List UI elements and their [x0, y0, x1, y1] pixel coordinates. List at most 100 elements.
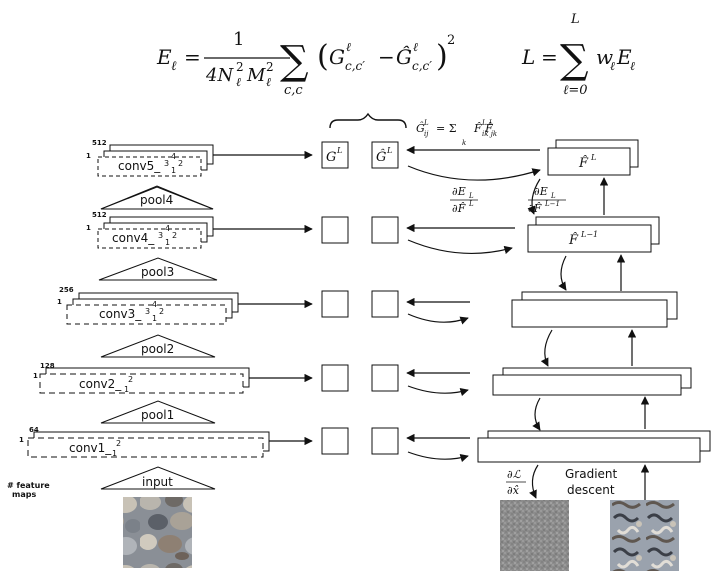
- gram-hat-formula-terms-sub: ik jk: [482, 130, 497, 138]
- gram-hat-formula: Ĝ L ij = Σ k F̂ F̂ L L ik jk: [416, 119, 497, 147]
- conv2-feature-one: 1: [33, 372, 38, 380]
- r3-front-plate: [511, 299, 668, 328]
- grad-ff-label: ∂E L ∂F̂ L−1: [528, 185, 566, 215]
- eq2-equals: =: [541, 45, 558, 69]
- eq-denominator-m-sup: 2: [266, 60, 274, 74]
- conv2-sub: 1: [124, 385, 129, 394]
- grad-loss-den: ∂x̂: [507, 484, 520, 497]
- gram-g-box-1: [321, 427, 349, 455]
- gram-hat-formula-terms-sup: L L: [481, 119, 494, 127]
- eq-numerator: 1: [233, 29, 244, 50]
- grad-ef-den-sup: L: [468, 200, 474, 208]
- conv5-layer: conv5_ 3 4 1 2 1 512: [86, 139, 214, 177]
- pool1-arrow-shape: [100, 400, 216, 424]
- pool2-arrow: pool2: [100, 334, 216, 358]
- down-arrow-fl-to-flm1: [527, 178, 541, 215]
- gram-hat-formula-sup: L: [423, 119, 429, 127]
- gram-hat-formula-terms: F̂ F̂: [473, 122, 493, 135]
- eq-ghat-term: Ĝ: [396, 44, 412, 69]
- conv3-label: conv3_: [99, 307, 142, 321]
- pool1-label: pool1: [141, 408, 174, 422]
- eq-ghat-term-sup: ℓ: [413, 40, 418, 54]
- eq-square: 2: [447, 33, 455, 48]
- grad-arrow-5: [407, 165, 541, 181]
- conv1-front-plate: [27, 437, 264, 458]
- down-arrow-flm1-to-r3: [558, 255, 567, 291]
- grad-loss-label: ∂ℒ ∂x̂: [506, 468, 526, 497]
- eq-denominator-m: M: [246, 65, 266, 86]
- right-r3-stack: [511, 291, 678, 328]
- grad-ef-den: ∂F̂: [452, 202, 466, 215]
- conv1-feature-count: 64: [29, 426, 39, 434]
- gram-g-box-3: [321, 290, 349, 318]
- gram-ghat-sup: L: [386, 146, 392, 155]
- eq2-weight-sub: ℓ: [610, 59, 615, 73]
- gram-ghat-box-5: [371, 141, 399, 169]
- gram-g-box-2: [321, 364, 349, 392]
- conv5-label: conv5_: [118, 159, 161, 173]
- eq2-sum-symbol: ∑: [560, 37, 589, 83]
- eq-minus: −: [378, 45, 395, 69]
- conv4-sup: 4: [165, 224, 170, 233]
- gram-ghat-box-2: [371, 364, 399, 392]
- conv2-label: conv2_: [79, 377, 122, 391]
- r2-front-plate: [492, 374, 682, 396]
- synthesized-texture-image: [610, 500, 679, 571]
- eq2-sum-top: L: [570, 12, 580, 27]
- conv3-sub-2: 2: [159, 307, 164, 316]
- eq-denominator-n-sup: 2: [236, 60, 244, 74]
- grad-ff-num: ∂E: [534, 185, 548, 198]
- down-arrow-r1-to-gradient: [529, 464, 539, 499]
- fl-front-plate: [547, 147, 631, 176]
- grad-ef-num-sub: L: [468, 192, 474, 200]
- conv4-feature-count: 512: [92, 211, 107, 219]
- input-label: input: [142, 475, 173, 489]
- conv5-feature-one: 1: [86, 152, 91, 160]
- eq-equals: =: [184, 45, 201, 69]
- conv2-layer: conv2_ 1 2 1 128: [33, 362, 250, 394]
- grad-arrow-2: [407, 385, 469, 397]
- eq-denominator-n: 4N: [205, 65, 234, 86]
- pool2-label: pool2: [141, 342, 174, 356]
- right-r1-stack: [477, 430, 711, 463]
- conv2-sup: 2: [128, 375, 133, 384]
- fl-label-sup: L: [590, 153, 596, 162]
- conv1-label: conv1_: [69, 441, 112, 455]
- conv3-sub-1: 1: [152, 314, 157, 323]
- eq-ghat-term-sub: c,c′: [412, 59, 432, 73]
- gram-ghat-label: Ĝ: [376, 148, 386, 165]
- gram-hat-formula-rhs: = Σ: [436, 122, 457, 135]
- eq-g-term-sub: c,c′: [345, 59, 365, 73]
- grad-arrow-3: [407, 313, 469, 325]
- gram-g-box-5: [321, 141, 349, 169]
- gram-ghat-box-3: [371, 290, 399, 318]
- gram-g-box-4: [321, 216, 349, 244]
- conv1-sub: 1: [112, 449, 117, 458]
- conv5-sub-3: 3: [164, 159, 169, 168]
- flm1-label-sup: L−1: [580, 230, 598, 239]
- feature-maps-label-line1: # feature: [7, 481, 50, 490]
- down-arrow-r3-to-r2: [540, 329, 553, 367]
- r1-front-plate: [477, 437, 701, 463]
- gradient-descent-label-line2: descent: [567, 483, 615, 497]
- gradient-noise-image: [500, 500, 569, 571]
- gram-hat-formula-sub: ij: [424, 130, 429, 138]
- input-arrow: input: [100, 466, 216, 490]
- conv3-front-plate: [66, 304, 227, 325]
- eq-lhs-sub: ℓ: [171, 59, 177, 74]
- conv4-layer: conv4_ 3 4 1 2 1 512: [86, 211, 214, 249]
- conv1-sup: 2: [116, 439, 121, 448]
- conv4-sub-2: 2: [172, 231, 177, 240]
- gram-pair-brace: [329, 112, 407, 129]
- grad-ff-den: ∂F̂: [528, 202, 542, 215]
- fl-label: F̂: [578, 155, 589, 171]
- gram-ghat-box-1: [371, 427, 399, 455]
- eq2-lhs: L: [521, 45, 535, 69]
- eq-open-paren: (: [317, 39, 329, 74]
- right-flm1-stack: F̂ L−1: [527, 216, 660, 253]
- input-texture-image: [123, 497, 192, 568]
- total-loss-equation: L = L ∑ ℓ=0 w ℓ E ℓ: [521, 12, 635, 98]
- conv5-sub-1: 1: [171, 166, 176, 175]
- eq-sum-sub: c,c: [284, 83, 303, 98]
